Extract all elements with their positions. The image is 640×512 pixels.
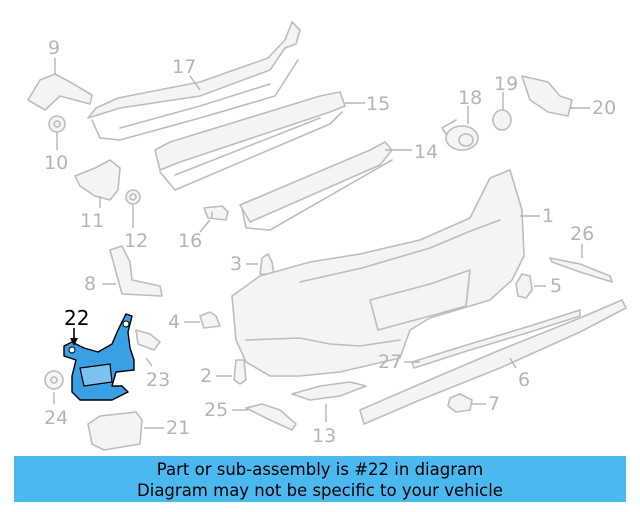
- part-15-beam: [154, 91, 346, 191]
- callout-23: 23: [146, 369, 170, 391]
- callout-18: 18: [458, 87, 482, 109]
- leader-lines: [53, 58, 590, 429]
- callout-9: 9: [48, 37, 60, 59]
- callout-25: 25: [204, 399, 228, 421]
- part-22-bracket-highlighted[interactable]: [63, 313, 135, 401]
- callout-6: 6: [518, 369, 530, 391]
- part-13-trim: [291, 381, 367, 401]
- part-18-sensor: [441, 119, 479, 151]
- part-23-bolt: [135, 329, 161, 351]
- part-10-nut: [48, 115, 66, 133]
- part-24-nut: [44, 370, 64, 390]
- callout-19: 19: [494, 73, 518, 95]
- part-17-reinforcement: [87, 21, 301, 141]
- callout-8: 8: [84, 273, 96, 295]
- callout-15: 15: [366, 93, 390, 115]
- part-12-nut: [125, 189, 141, 205]
- callout-27: 27: [378, 351, 402, 373]
- part-21-bracket: [87, 411, 143, 451]
- callout-2: 2: [200, 365, 212, 387]
- part-27-strip: [411, 309, 581, 369]
- part-11-bracket: [74, 159, 121, 201]
- part-19-ring: [492, 109, 512, 131]
- callout-labels: 9 17 15 14 10 11 12 16 18 19 20 1 26 3 8…: [44, 37, 616, 447]
- part-7-bracket: [447, 393, 473, 413]
- callout-5: 5: [550, 275, 562, 297]
- part-2-bolt: [233, 359, 247, 385]
- callout-26: 26: [570, 223, 594, 245]
- part-5-reflector: [515, 273, 533, 299]
- callout-1: 1: [542, 205, 554, 227]
- part-16-bolt: [203, 205, 229, 221]
- part-6-diffuser: [359, 299, 627, 425]
- part-26-trim: [549, 257, 613, 283]
- part-25-reflector: [245, 403, 297, 431]
- part-4-clip: [199, 311, 221, 329]
- callout-3: 3: [230, 253, 242, 275]
- callout-17: 17: [172, 56, 196, 78]
- callout-10: 10: [44, 152, 68, 174]
- callout-12: 12: [124, 230, 148, 252]
- banner-line-2: Diagram may not be specific to your vehi…: [137, 481, 503, 500]
- part-14-beam: [239, 141, 393, 231]
- callout-21: 21: [166, 417, 190, 439]
- leader-line-22: [70, 328, 78, 346]
- callout-20: 20: [592, 97, 616, 119]
- info-banner: Part or sub-assembly is #22 in diagram D…: [14, 456, 626, 502]
- callout-4: 4: [168, 311, 180, 333]
- callout-13: 13: [312, 425, 336, 447]
- part-9-bracket: [27, 73, 93, 111]
- banner-line-1: Part or sub-assembly is #22 in diagram: [156, 460, 484, 479]
- callout-14: 14: [414, 141, 438, 163]
- callout-7: 7: [488, 393, 500, 415]
- callout-22-highlighted: 22: [64, 306, 89, 330]
- callout-16: 16: [178, 230, 202, 252]
- part-8-bracket: [109, 245, 163, 297]
- part-3-clip: [259, 253, 275, 275]
- callout-24: 24: [44, 407, 68, 429]
- callout-11: 11: [80, 210, 104, 232]
- part-20-bracket: [521, 75, 573, 117]
- part-1-bumper-cover: [231, 169, 525, 377]
